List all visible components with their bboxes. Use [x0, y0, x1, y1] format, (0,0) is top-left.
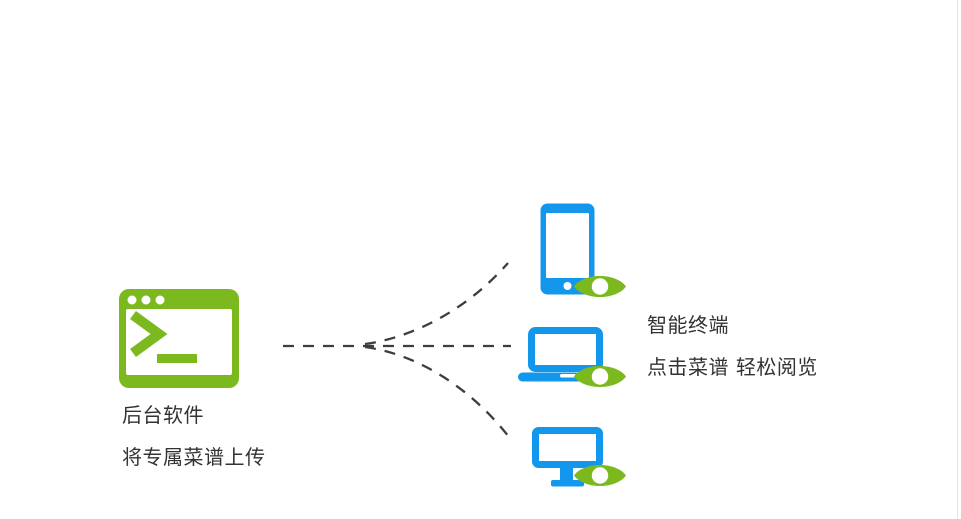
window-dot-icon — [127, 295, 137, 305]
target-caption-line2: 点击菜谱 轻松阅览 — [647, 355, 818, 379]
terminal-window-icon — [119, 289, 239, 388]
eye-icon — [574, 465, 626, 486]
connector-bottom — [364, 345, 510, 438]
source-caption-line1: 后台软件 — [122, 403, 204, 427]
cursor-underscore-icon — [157, 354, 197, 363]
window-dot-icon — [155, 295, 165, 305]
eye-icon — [574, 366, 626, 387]
prompt-chevron-icon — [130, 310, 168, 358]
eye-icon — [574, 276, 626, 297]
window-dot-icon — [141, 295, 151, 305]
home-button-icon — [563, 282, 572, 290]
smartphone-icon — [540, 203, 595, 295]
monitor-icon — [532, 427, 603, 487]
connector-top — [364, 262, 509, 346]
page-right-border — [957, 0, 958, 519]
source-caption-line2: 将专属菜谱上传 — [122, 445, 266, 469]
target-caption-line1: 智能终端 — [647, 313, 729, 337]
